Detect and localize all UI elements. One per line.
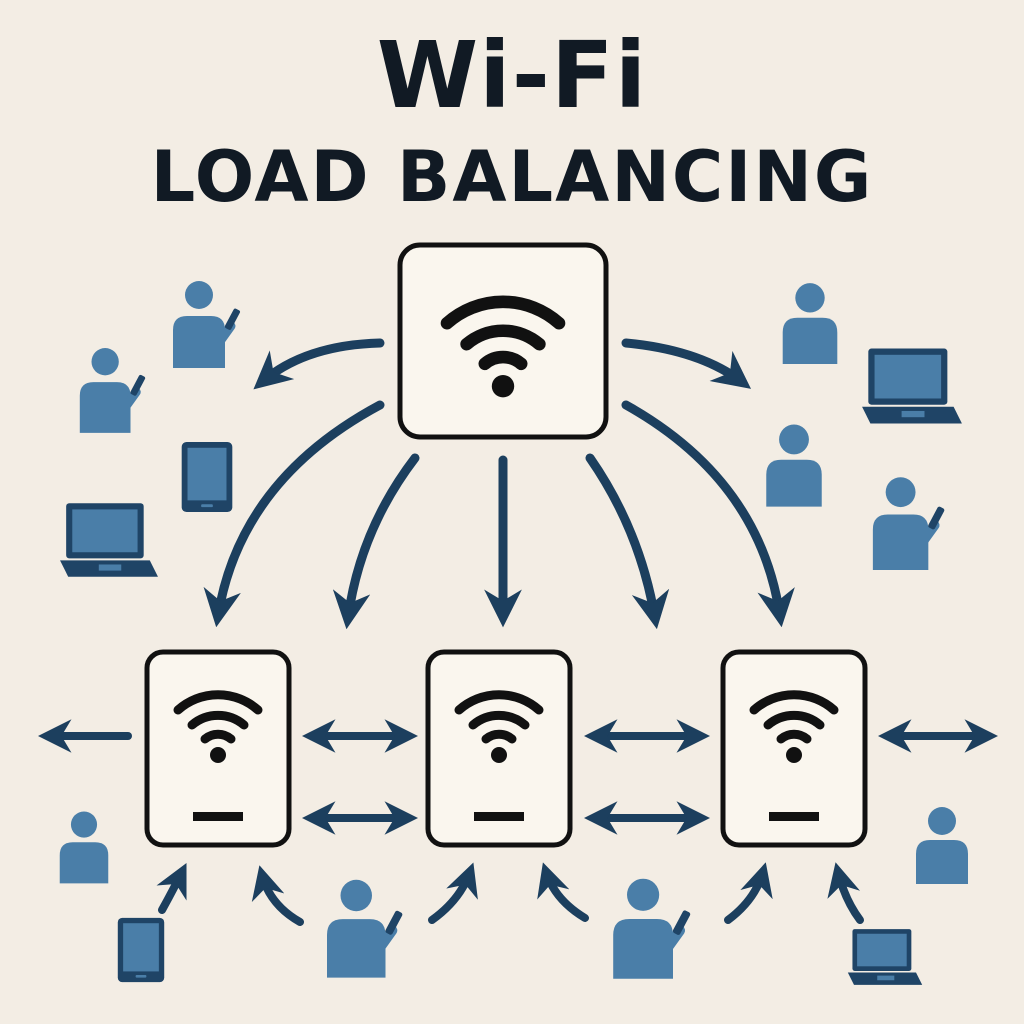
arrow-client-to-ap-center-a bbox=[428, 862, 478, 924]
person-with-phone-icon bbox=[80, 348, 146, 433]
client-arrows bbox=[156, 862, 864, 926]
arrow-to-ap-left-inner bbox=[332, 453, 420, 630]
arrow-client-to-ap-right bbox=[724, 862, 773, 924]
access-point-center bbox=[425, 649, 573, 848]
balancing-arrows bbox=[37, 719, 999, 835]
person-with-phone-icon bbox=[327, 880, 403, 978]
arrow-client-to-ap-center-b bbox=[537, 862, 589, 922]
laptop-icon bbox=[847, 929, 923, 985]
arrow-to-ap-left-outer bbox=[203, 400, 385, 628]
arrow-to-ap-right-inner bbox=[585, 453, 670, 630]
arrow-laptop-to-ap-right bbox=[827, 862, 864, 924]
tablet-icon bbox=[117, 917, 165, 983]
diagram-title: Wi-Fi bbox=[376, 22, 648, 129]
laptop-icon bbox=[60, 503, 158, 577]
tablet-icon bbox=[181, 441, 233, 513]
person-icon bbox=[782, 283, 838, 364]
arrow-tablet-to-ap-left bbox=[156, 862, 187, 914]
person-with-phone-icon bbox=[613, 879, 691, 979]
person-icon bbox=[916, 807, 968, 884]
laptop-icon bbox=[862, 348, 962, 424]
person-icon bbox=[766, 424, 822, 507]
arrow-to-right-clients bbox=[621, 338, 752, 389]
access-point-left bbox=[144, 649, 292, 848]
arrow-to-ap-right-outer bbox=[621, 400, 795, 628]
person-with-phone-icon bbox=[173, 281, 241, 368]
arrow-to-left-clients bbox=[253, 338, 385, 390]
wifi-controller bbox=[397, 242, 609, 440]
access-point-right bbox=[720, 649, 868, 848]
person-with-phone-icon bbox=[873, 477, 945, 570]
diagram-subtitle: LOAD BALANCING bbox=[150, 136, 874, 218]
person-icon bbox=[59, 811, 109, 884]
controller-arrows bbox=[203, 338, 795, 630]
arrow-client-to-ap-left bbox=[251, 865, 304, 926]
